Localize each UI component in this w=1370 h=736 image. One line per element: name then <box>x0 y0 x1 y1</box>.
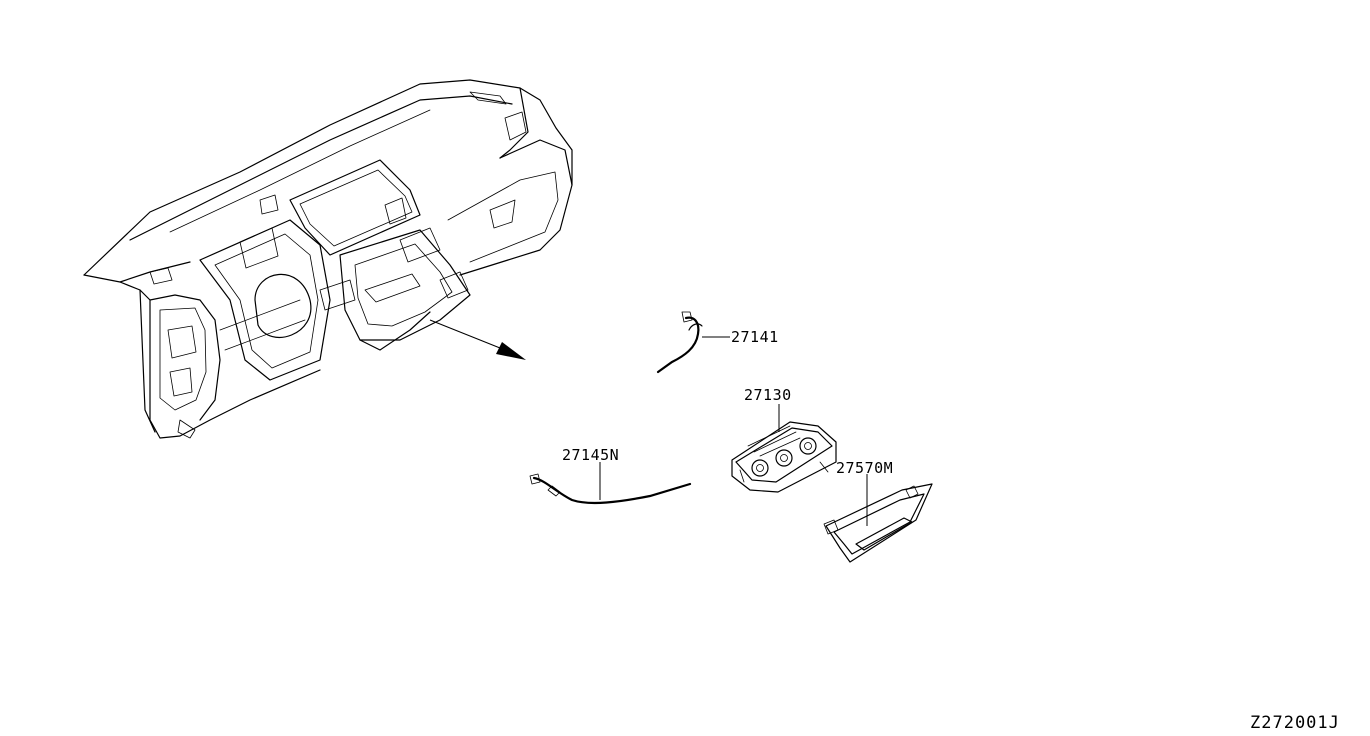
part-label-air-mix-cable: 27145N <box>562 446 619 464</box>
direction-arrow <box>429 319 526 360</box>
control-finisher-drawing <box>823 474 933 563</box>
instrument-panel-illustration <box>83 79 573 439</box>
air-mix-cable-drawing <box>529 462 692 505</box>
diagram-code: Z272001J <box>1250 713 1340 733</box>
part-label-control-finisher: 27570M <box>836 459 893 477</box>
heater-control-cable-drawing <box>656 311 730 374</box>
part-label-heater-control-cable: 27141 <box>731 328 779 346</box>
part-label-heater-control-unit: 27130 <box>744 386 792 404</box>
heater-control-unit-drawing <box>731 404 837 493</box>
